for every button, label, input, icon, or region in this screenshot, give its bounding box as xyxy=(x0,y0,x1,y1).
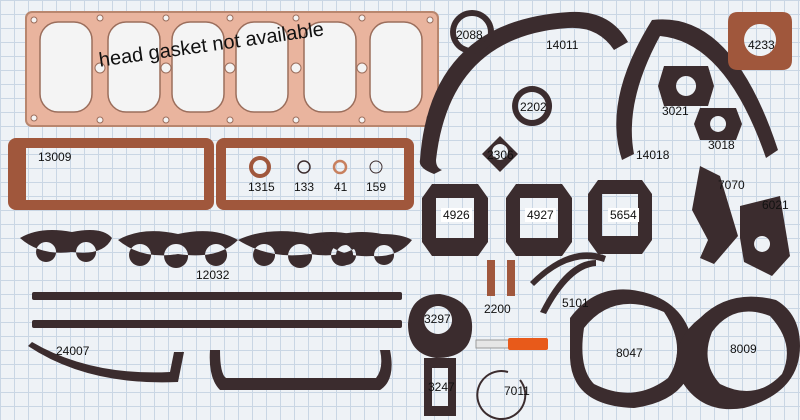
label-14011: 14011 xyxy=(546,38,579,52)
label-4926: 4926 xyxy=(441,208,472,222)
gasket-3018 xyxy=(694,108,742,140)
label-133: 133 xyxy=(294,180,315,194)
label-2306: 2306 xyxy=(487,148,514,162)
label-159: 159 xyxy=(366,180,387,194)
gasket-6021 xyxy=(740,196,790,276)
gasket-3021 xyxy=(658,66,714,106)
label-3021: 3021 xyxy=(662,104,689,118)
label-2200: 2200 xyxy=(484,302,511,316)
gasket-4927 xyxy=(506,184,572,256)
gasket-5101 xyxy=(530,252,606,314)
gasket-3247 xyxy=(424,358,456,416)
label-14018: 14018 xyxy=(636,148,670,162)
label-4927: 4927 xyxy=(525,208,556,222)
gasket-7070 xyxy=(692,166,738,264)
gasket-5654 xyxy=(588,180,652,254)
gasket-4233 xyxy=(728,12,792,70)
gasket-8009 xyxy=(675,296,800,410)
gasket-14018 xyxy=(616,19,778,161)
label-5101: 5101 xyxy=(562,296,589,310)
label-2202: 2202 xyxy=(520,100,547,114)
label-7011: 7011 xyxy=(504,384,530,398)
gasket-12032 xyxy=(20,230,412,268)
seal-2200-left xyxy=(487,260,495,296)
gasket-7011 xyxy=(476,370,527,420)
label-3018: 3018 xyxy=(708,138,735,152)
head-gasket xyxy=(25,11,439,127)
label-6021: 6021 xyxy=(762,198,789,212)
label-3297: 3297 xyxy=(424,312,451,326)
label-13009: 13009 xyxy=(38,150,72,164)
gasket-2202 xyxy=(512,86,553,126)
label-12032: 12032 xyxy=(196,268,230,282)
gasket-13009 xyxy=(8,138,214,210)
small-seals xyxy=(249,156,383,178)
gasket-2306 xyxy=(482,136,518,172)
label-2088: 2088 xyxy=(456,28,483,42)
label-24007: 24007 xyxy=(56,344,90,358)
gasket-side-cover xyxy=(216,138,414,210)
gasket-4926 xyxy=(422,184,488,256)
seal-2200-right xyxy=(507,260,515,296)
label-41: 41 xyxy=(334,180,348,194)
gasket-24007 xyxy=(28,292,402,390)
label-3247: 3247 xyxy=(428,380,455,394)
label-8009: 8009 xyxy=(730,342,757,356)
label-1315: 1315 xyxy=(248,180,275,194)
label-8047: 8047 xyxy=(616,346,643,360)
gasket-3297 xyxy=(408,294,473,358)
knife-handle xyxy=(508,338,548,350)
label-7070: 7070 xyxy=(718,178,745,192)
label-4233: 4233 xyxy=(748,38,775,52)
label-5654: 5654 xyxy=(608,208,639,222)
